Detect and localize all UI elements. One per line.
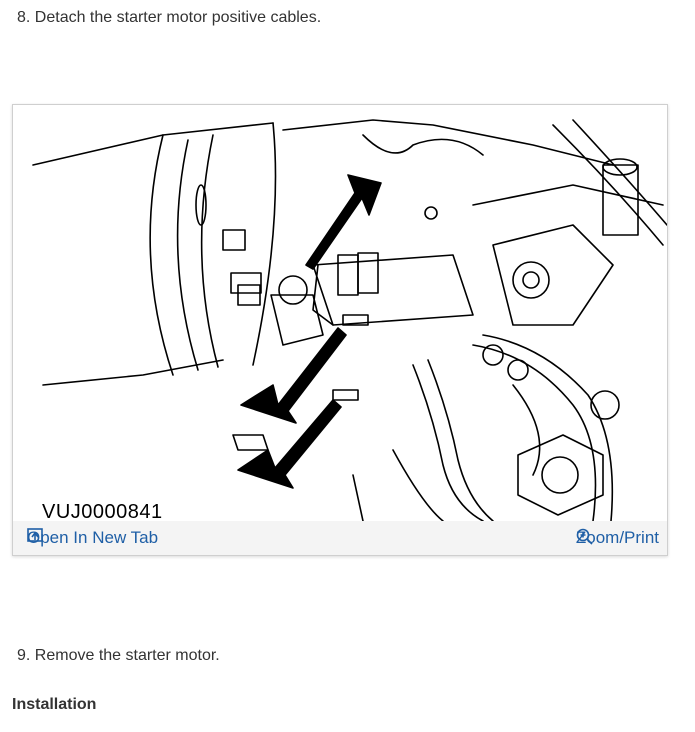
step-8-text: 8. Detach the starter motor positive cab… (17, 9, 322, 26)
figure-toolbar: Open In New Tab Zoom/Print (13, 521, 667, 555)
open-new-tab-icon (27, 528, 43, 542)
open-in-new-tab-link[interactable]: Open In New Tab (27, 528, 158, 548)
starter-motor-figure: VUJ0000841 Open In New Tab Zoom/Print (12, 104, 668, 556)
zoom-print-label: Zoom/Print (575, 528, 659, 547)
step-9-text: 9. Remove the starter motor. (17, 647, 220, 664)
installation-heading: Installation (12, 696, 97, 713)
figure-id-label: VUJ0000841 (42, 501, 163, 523)
zoom-in-icon (576, 528, 593, 545)
starter-motor-illustration (32, 119, 667, 521)
open-in-new-tab-label: Open In New Tab (27, 528, 159, 547)
zoom-print-link[interactable]: Zoom/Print (576, 528, 659, 548)
